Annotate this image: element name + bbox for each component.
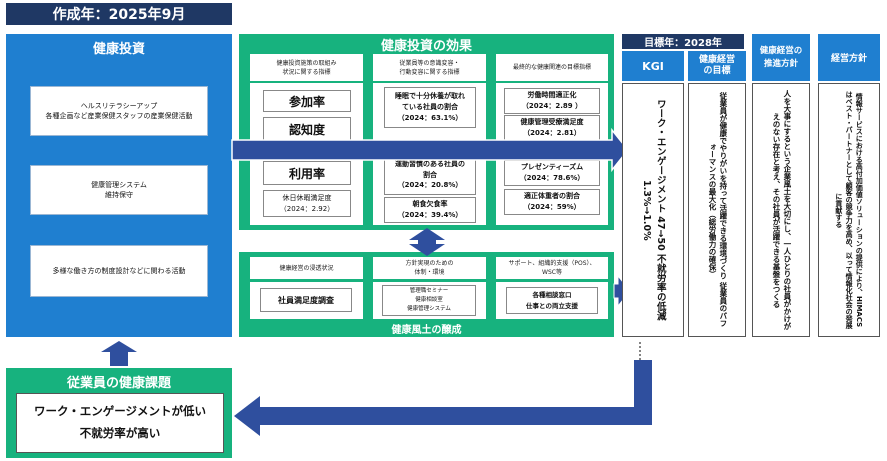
culture-col1-header: 健康経営の浸透状況	[250, 257, 363, 279]
box-line: （2024：39.4%）	[397, 211, 463, 219]
investment-item-line: 多様な働き方の制度設計などに関わる活動	[52, 266, 186, 275]
investment-item-line: 維持保守	[105, 191, 133, 199]
policy-label: 健康経営の 推進方針	[752, 34, 810, 81]
employee-satisfaction-survey-box: 社員満足度調査	[260, 288, 352, 312]
label-line: 健康経営の	[759, 45, 803, 56]
effects-culture-double-arrow	[409, 228, 445, 256]
creation-date-banner: 作成年：2025年9月	[6, 3, 232, 25]
box-line: 健康管理システム	[407, 305, 451, 312]
box-line: （2024：63.1%）	[397, 113, 463, 122]
box-line: （2024：2.89 ）	[521, 102, 583, 110]
issue-line: ワーク・エンゲージメントが低い	[33, 404, 207, 419]
effects-col3-header: 最終的な健康関連の目標指標	[496, 54, 608, 81]
investment-item-line: 各種企画など産業保健スタッフの産業保健活動	[45, 112, 193, 120]
box-line: 各種相談窓口	[532, 291, 572, 300]
header-line: 健康経営の浸透状況	[279, 264, 334, 272]
management-environment-box: 管理職セミナー 健康相談室 健康管理システム	[382, 285, 476, 316]
management-policy-text: 情報サービスにおける高付加価値ソリューションの提供により、HIMACSはベスト・…	[834, 91, 864, 329]
header-line: 体制・環境	[414, 269, 445, 276]
target-year-banner: 目標年：2028年	[622, 34, 744, 49]
box-line: 朝食欠食率	[412, 200, 448, 209]
main-flow-arrow	[231, 127, 629, 173]
label-line: 健康経営	[698, 54, 735, 65]
header-line: サポート、組織的支援（POS）、	[508, 260, 596, 267]
support-desk-box: 各種相談窓口 仕事との両立支援	[506, 287, 598, 314]
header-line: 状況に関する指標	[282, 68, 331, 76]
investment-item-health-literacy: ヘルスリテラシーアップ 各種企画など産業保健スタッフの産業保健活動	[30, 86, 208, 136]
utilization-rate-box: 利用率	[263, 161, 351, 185]
box-line: 管理職セミナー	[409, 288, 449, 295]
box-line: （2024：59%）	[523, 203, 581, 211]
header-line: 健康投資施策の取組み	[276, 59, 337, 67]
investment-effects-title: 健康投資の効果	[380, 38, 472, 54]
kgi-text: ワーク・エンゲージメント 47→50 不就労率の低減 1.3%→1.0%	[641, 99, 666, 321]
box-line: 睡眠で十分休養が取れ	[395, 92, 465, 101]
culture-col3-header: サポート、組織的支援（POS）、 WSC等	[496, 257, 608, 279]
policy-text: 人を大事にするという企業風土を大切にし、一人ひとりの社員がかけがえのない存在と考…	[772, 90, 792, 330]
header-line: 従業員等の意識変容・	[399, 59, 460, 67]
box-line: 健康相談室	[415, 297, 443, 304]
presenteeism-box: プレゼンティーズム （2024：78.6%）	[504, 160, 600, 186]
policy-box: 人を大事にするという企業風土を大切にし、一人ひとりの社員がかけがえのない存在と考…	[752, 83, 810, 337]
header-line: 方針実現のための	[405, 260, 454, 267]
goal-text: 従業員が健康でやりがいを持って活躍できる環境づくり 従業員のパフォーマンスの最大…	[708, 92, 728, 328]
investment-item-line: ヘルスリテラシーアップ	[80, 101, 158, 110]
exercise-habit-rate-box: 運動習慣のある社員の 割合 （2024：20.8%）	[384, 155, 476, 195]
proper-weight-box: 適正体重者の割合 （2024：59%）	[504, 189, 600, 215]
issue-line: 不就労率が高い	[79, 426, 161, 440]
kgi-return-arrow	[234, 360, 652, 436]
box-line: （2024：2.81）	[523, 129, 581, 137]
goal-box: 従業員が健康でやりがいを持って活躍できる環境づくり 従業員のパフォーマンスの最大…	[688, 83, 746, 337]
investment-item-work-style: 多様な働き方の制度設計などに関わる活動	[30, 245, 208, 297]
label-line: 推進方針	[763, 58, 798, 69]
culture-col2-header: 方針実現のための 体制・環境	[373, 257, 486, 279]
box-line: （2024：2.92）	[279, 204, 335, 213]
health-issue-box: ワーク・エンゲージメントが低い 不就労率が高い	[16, 393, 224, 453]
kgi-box: ワーク・エンゲージメント 47→50 不就労率の低減 1.3%→1.0%	[622, 83, 684, 337]
header-line: 行動変容に関する指標	[399, 68, 460, 76]
box-line: 運動習慣のある社員の	[395, 159, 465, 168]
box-line: 割合	[423, 170, 437, 179]
box-line: プレゼンティーズム	[520, 163, 584, 172]
health-management-satisfaction-box: 健康管理受療満足度 （2024：2.81）	[504, 115, 600, 141]
header-line: WSC等	[542, 269, 562, 276]
health-culture-title: 健康風土の醸成	[391, 324, 462, 336]
sleep-rest-rate-box: 睡眠で十分休養が取れ ている社員の割合 （2024：63.1%）	[384, 87, 476, 128]
goal-label: 健康経営 の目標	[688, 51, 746, 81]
label-line: の目標	[703, 66, 731, 76]
investment-item-health-system: 健康管理システム 維持保守	[30, 165, 208, 215]
effects-col1-header: 健康投資施策の取組み 状況に関する指標	[250, 54, 363, 81]
box-line: 健康管理受療満足度	[520, 118, 584, 127]
box-line: 労働時間適正化	[527, 91, 577, 100]
health-investment-title: 健康投資	[92, 41, 145, 57]
effects-col2-header: 従業員等の意識変容・ 行動変容に関する指標	[373, 54, 486, 81]
investment-item-line: 健康管理システム	[91, 180, 147, 189]
box-line: 仕事との両立支援	[526, 301, 578, 310]
box-line: 休日休暇満足度	[282, 193, 332, 202]
box-line: ている社員の割合	[402, 103, 458, 112]
box-line: （2024：20.8%）	[397, 181, 463, 190]
box-line: （2024：78.6%）	[519, 174, 585, 182]
participation-rate-box: 参加率	[263, 90, 351, 112]
awareness-box: 認知度	[263, 117, 351, 141]
breakfast-skip-rate-box: 朝食欠食率 （2024：39.4%）	[384, 197, 476, 223]
health-issue-title: 従業員の健康課題	[66, 375, 171, 391]
box-line: 適正体重者の割合	[524, 192, 580, 201]
holiday-satisfaction-box: 休日休暇満足度 （2024：2.92）	[263, 190, 351, 217]
management-policy-label: 経営方針	[818, 34, 880, 81]
kgi-label: KGI	[622, 51, 684, 81]
management-policy-box: 情報サービスにおける高付加価値ソリューションの提供により、HIMACSはベスト・…	[818, 83, 880, 337]
header-line: 最終的な健康関連の目標指標	[512, 64, 591, 71]
working-hours-box: 労働時間適正化 （2024：2.89 ）	[504, 88, 600, 114]
issue-to-investment-arrow	[101, 341, 137, 366]
